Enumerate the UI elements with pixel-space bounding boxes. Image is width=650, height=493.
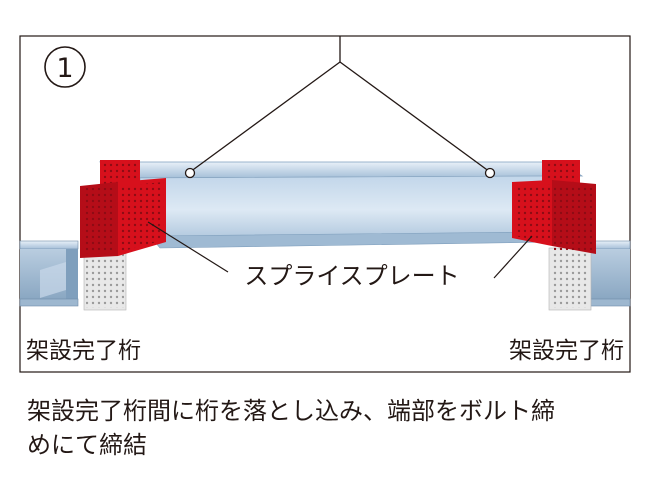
right-web-splice-plate (548, 247, 592, 311)
lifting-lug-right (484, 167, 496, 179)
leader-lines (147, 221, 533, 279)
lifting-lug-left (184, 167, 196, 179)
caption: 架設完了桁間に桁を落とし込み、端部をボルト締 めにて締結 (27, 394, 637, 462)
lifted-girder (98, 161, 584, 249)
left-completed-girder (19, 240, 79, 307)
caption-line-1: 架設完了桁間に桁を落とし込み、端部をボルト締 (27, 397, 555, 425)
lifting-wires (189, 36, 491, 173)
splice-plate-right-upper (542, 160, 580, 186)
splice-plate-left-upper (100, 160, 140, 186)
left-web-splice-plate (83, 249, 127, 311)
caption-line-2: めにて締結 (27, 431, 147, 459)
left-girder-label: 架設完了桁 (26, 338, 141, 364)
splice-plate-right (512, 180, 596, 254)
step-number: 1 (56, 53, 73, 84)
splice-plate-label: スプライスプレート (244, 262, 459, 290)
step-number-circle (44, 46, 86, 88)
splice-plate-left (80, 178, 166, 258)
right-girder-label: 架設完了桁 (509, 338, 624, 364)
